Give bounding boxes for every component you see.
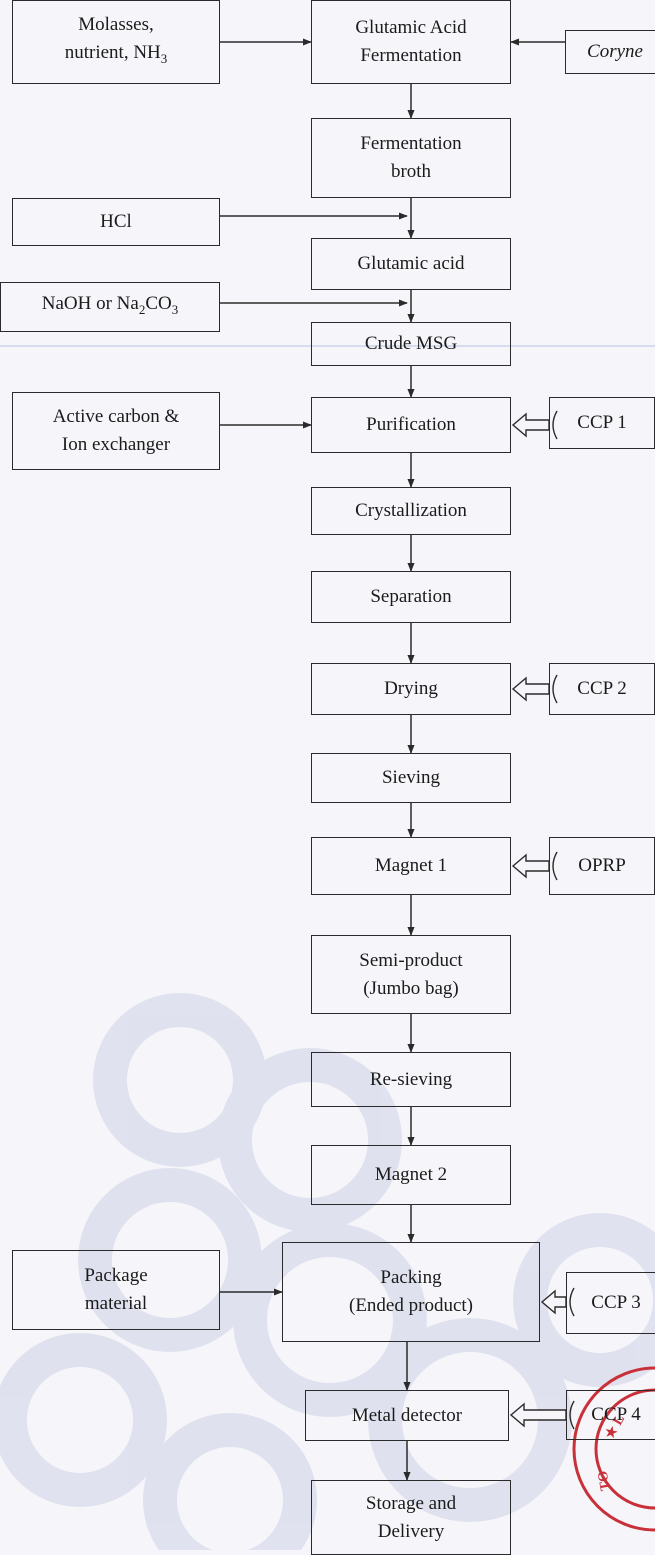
step-semiproduct-line-1: Semi-product xyxy=(359,949,463,971)
step-storage-line-1: Storage and xyxy=(365,1492,457,1514)
step-crystallization-line-1: Crystallization xyxy=(355,500,467,521)
control-point-ccp2-line-1: CCP 2 xyxy=(577,678,627,699)
step-separation-line-1: Separation xyxy=(370,586,452,607)
ccp1-block-arrow-icon xyxy=(511,412,550,438)
input-molasses-line-1: Molasses, xyxy=(78,14,154,36)
input-package-line-2: material xyxy=(84,1293,148,1314)
input-package-line-1: Package xyxy=(84,1265,148,1286)
step-resieving-line-1: Re-sieving xyxy=(369,1068,453,1090)
step-separation: Separation xyxy=(311,571,511,623)
ccp1-block-arrow-icon-bracket xyxy=(552,410,558,440)
control-point-ccp1-line-1: CCP 1 xyxy=(577,412,627,433)
step-sieving-line-1: Sieving xyxy=(381,767,441,788)
input-coryne-line-1: Coryne xyxy=(587,41,643,62)
step-packing-line-2: (Ended product) xyxy=(349,1295,473,1316)
ccp3-block-arrow-icon xyxy=(540,1289,567,1315)
input-hcl-line-1: HCl xyxy=(100,211,132,232)
step-glutamic: Glutamic acid xyxy=(311,238,511,290)
step-crude: Crude MSG xyxy=(311,322,511,366)
ccp4-block-arrow-icon-bracket xyxy=(569,1400,575,1430)
step-broth: Fermentation broth xyxy=(311,118,511,198)
control-point-ccp4: CCP 4 xyxy=(566,1390,655,1440)
step-crude-line-1: Crude MSG xyxy=(364,333,458,354)
input-naoh: NaOH or Na2CO3 xyxy=(0,282,220,332)
control-point-oprp-line-1: OPRP xyxy=(578,855,626,876)
stamp-icon xyxy=(572,1366,655,1532)
step-fermentation-line-2: Fermentation xyxy=(360,45,462,66)
oprp-block-arrow-icon xyxy=(511,853,550,879)
step-magnet2-line-1: Magnet 2 xyxy=(374,1164,448,1185)
step-crystallization: Crystallization xyxy=(311,487,511,535)
step-magnet2: Magnet 2 xyxy=(311,1145,511,1205)
input-package: Package material xyxy=(12,1250,220,1330)
ccp2-block-arrow-icon xyxy=(511,676,550,702)
step-glutamic-line-1: Glutamic acid xyxy=(357,253,465,274)
oprp-block-arrow-icon-bracket xyxy=(552,851,558,881)
input-carbon-line-2: Ion exchanger xyxy=(61,434,171,455)
step-packing: Packing (Ended product) xyxy=(282,1242,540,1342)
step-resieving: Re-sieving xyxy=(311,1052,511,1107)
ccp4-block-arrow-icon xyxy=(509,1402,567,1428)
input-hcl: HCl xyxy=(12,198,220,246)
step-metal: Metal detector xyxy=(305,1390,509,1441)
ccp3-block-arrow-icon-bracket xyxy=(569,1287,575,1317)
step-semiproduct-line-2: (Jumbo bag) xyxy=(363,977,459,999)
step-drying: Drying xyxy=(311,663,511,715)
step-drying-line-1: Drying xyxy=(384,678,438,699)
control-point-ccp4-line-1: CCP 4 xyxy=(591,1404,641,1425)
step-magnet1: Magnet 1 xyxy=(311,837,511,895)
control-point-ccp3: CCP 3 xyxy=(566,1272,655,1334)
control-point-oprp: OPRP xyxy=(549,837,655,895)
step-metal-line-1: Metal detector xyxy=(351,1404,463,1426)
input-coryne: Coryne xyxy=(565,30,655,74)
step-sieving: Sieving xyxy=(311,753,511,803)
step-semiproduct: Semi-product (Jumbo bag) xyxy=(311,935,511,1014)
input-molasses: Molasses, nutrient, NH3 xyxy=(12,0,220,84)
input-molasses-line-2: nutrient, NH3 xyxy=(64,42,168,66)
control-point-ccp3-line-1: CCP 3 xyxy=(591,1292,641,1313)
step-packing-line-1: Packing xyxy=(380,1267,442,1288)
step-purification-line-1: Purification xyxy=(366,414,456,435)
step-fermentation-line-1: Glutamic Acid xyxy=(355,17,467,38)
control-point-ccp1: CCP 1 xyxy=(549,397,655,449)
step-storage-line-2: Delivery xyxy=(377,1520,445,1542)
step-magnet1-line-1: Magnet 1 xyxy=(374,855,448,876)
step-broth-line-2: broth xyxy=(390,161,432,182)
input-naoh-line-1: NaOH or Na2CO3 xyxy=(41,293,179,317)
step-purification: Purification xyxy=(311,397,511,453)
control-point-ccp2: CCP 2 xyxy=(549,663,655,715)
ccp2-block-arrow-icon-bracket xyxy=(552,674,558,704)
input-carbon-line-1: Active carbon & xyxy=(52,406,180,427)
input-carbon: Active carbon & Ion exchanger xyxy=(12,392,220,470)
step-broth-line-1: Fermentation xyxy=(360,133,462,154)
watermark-logo-icon xyxy=(0,993,655,1550)
svg-text:TO: TO xyxy=(596,1470,614,1492)
